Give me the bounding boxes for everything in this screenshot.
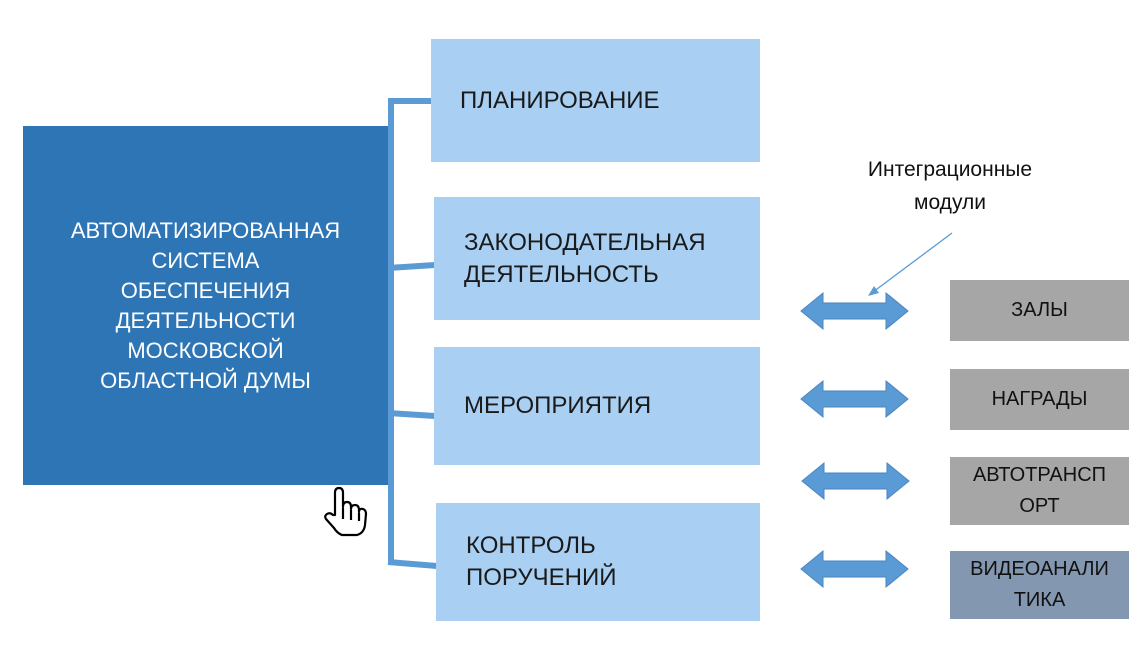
double-arrow-icon [800, 379, 909, 419]
note-pointer-line [872, 232, 953, 293]
module-label: НАГРАДЫ [991, 388, 1088, 410]
function-box-events: МЕРОПРИЯТИЯ [434, 347, 760, 465]
module-label: ВИДЕОАНАЛИ ТИКА [970, 558, 1109, 611]
function-box-legislative: ЗАКОНОДАТЕЛЬНАЯ ДЕЯТЕЛЬНОСТЬ [434, 197, 760, 320]
double-arrow-icon [801, 461, 910, 501]
function-box-planning: ПЛАНИРОВАНИЕ [431, 39, 760, 162]
integration-modules-note: Интеграционные модули [867, 158, 1033, 214]
function-label: ПЛАНИРОВАНИЕ [460, 86, 660, 114]
function-label: МЕРОПРИЯТИЯ [464, 392, 652, 419]
function-label: ЗАКОНОДАТЕЛЬНАЯ ДЕЯТЕЛЬНОСТЬ [464, 228, 706, 288]
function-box-control: КОНТРОЛЬ ПОРУЧЕНИЙ [436, 503, 760, 621]
module-box-video-analytics: ВИДЕОАНАЛИ ТИКА [950, 551, 1129, 619]
main-system-box: АВТОМАТИЗИРОВАННАЯ СИСТЕМА ОБЕСПЕЧЕНИЯ Д… [23, 126, 388, 485]
main-system-title: АВТОМАТИЗИРОВАННАЯ СИСТЕМА ОБЕСПЕЧЕНИЯ Д… [70, 217, 341, 393]
module-label: АВТОТРАНСП ОРТ [972, 464, 1107, 517]
module-label: ЗАЛЫ [1011, 299, 1068, 321]
hand-pointer-icon [324, 486, 368, 537]
function-label: КОНТРОЛЬ ПОРУЧЕНИЙ [466, 532, 617, 591]
note-pointer-arrowhead [868, 286, 879, 296]
module-box-halls: ЗАЛЫ [950, 280, 1129, 341]
module-box-transport: АВТОТРАНСП ОРТ [950, 457, 1129, 525]
bracket-connector [387, 98, 438, 569]
module-box-awards: НАГРАДЫ [950, 369, 1129, 430]
double-arrow-icon [800, 291, 909, 331]
double-arrow-icon [800, 549, 909, 589]
